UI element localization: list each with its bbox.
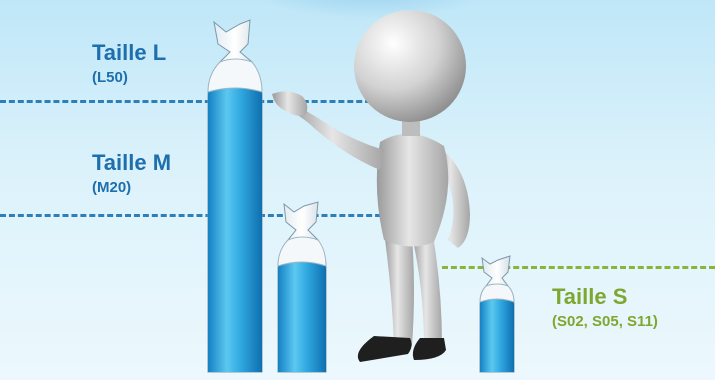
size-medium-name: Taille M — [92, 150, 171, 176]
cylinder-medium-icon — [278, 202, 326, 372]
size-small-codes: (S02, S05, S11) — [552, 312, 658, 332]
size-small-name: Taille S — [552, 284, 658, 310]
cylinder-large-icon — [208, 20, 262, 372]
label-size-large: Taille L (L50) — [92, 40, 166, 88]
size-medium-codes: (M20) — [92, 178, 171, 198]
size-large-name: Taille L — [92, 40, 166, 66]
cylinder-small-icon — [480, 256, 514, 372]
label-size-medium: Taille M (M20) — [92, 150, 171, 198]
size-large-codes: (L50) — [92, 68, 166, 88]
label-size-small: Taille S (S02, S05, S11) — [552, 284, 658, 332]
